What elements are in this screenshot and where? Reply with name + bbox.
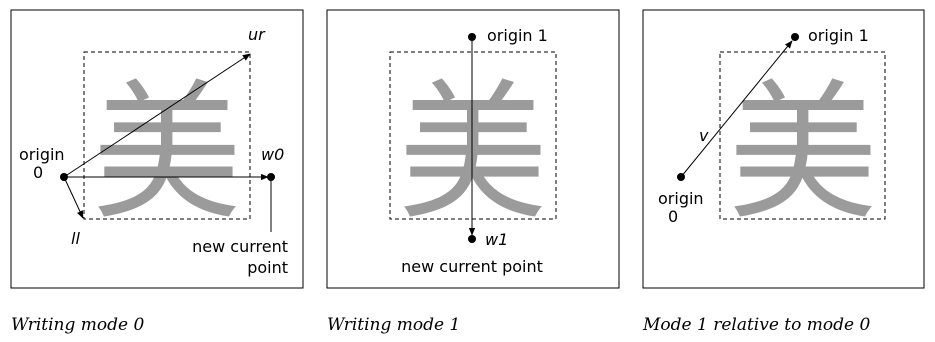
panel-mode-1-relative-to-mode-0: 美 origin 1 v origin 0 Mode 1 relative to… <box>642 9 925 335</box>
ll-vector <box>63 176 84 219</box>
origin-dot <box>677 173 685 181</box>
panel-frame <box>10 9 304 289</box>
label-origin: origin <box>19 145 65 164</box>
label-origin1: origin 1 <box>808 26 869 45</box>
caption: Writing mode 1 <box>327 315 460 335</box>
label-new-current: new current <box>192 237 288 256</box>
label-point: point <box>247 258 288 277</box>
panel-writing-mode-1: 美 origin 1 w1 new current point Writing … <box>326 9 620 335</box>
new-current-point-dot <box>468 235 476 243</box>
label-w0: w0 <box>261 145 284 164</box>
glyph: 美 <box>398 67 548 241</box>
label-origin: origin <box>658 189 704 208</box>
label-ur: ur <box>248 25 266 44</box>
glyph: 美 <box>92 67 242 241</box>
new-current-point-dot <box>267 173 275 181</box>
glyph-bounding-box <box>389 51 557 220</box>
panel-frame <box>326 9 620 289</box>
panel-frame <box>642 9 925 289</box>
caption: Mode 1 relative to mode 0 <box>642 315 870 335</box>
label-origin-num: 0 <box>668 207 678 226</box>
glyph-bounding-box <box>719 51 886 220</box>
label-ll: ll <box>71 229 80 248</box>
label-origin-num: 0 <box>33 163 43 182</box>
glyph: 美 <box>728 67 878 241</box>
origin1-dot <box>791 33 799 41</box>
glyph-bounding-box <box>83 51 251 220</box>
panel-writing-mode-0: 美 ur origin 0 w0 ll new current point Wr… <box>10 9 304 335</box>
label-origin1: origin 1 <box>487 26 548 45</box>
label-v: v <box>699 126 709 145</box>
label-new-current-point: new current point <box>401 257 543 276</box>
v-vector <box>680 40 793 178</box>
ur-vector <box>63 53 251 178</box>
origin1-dot <box>468 33 476 41</box>
caption: Writing mode 0 <box>11 315 144 335</box>
origin-dot <box>60 173 68 181</box>
label-w1: w1 <box>485 230 508 249</box>
